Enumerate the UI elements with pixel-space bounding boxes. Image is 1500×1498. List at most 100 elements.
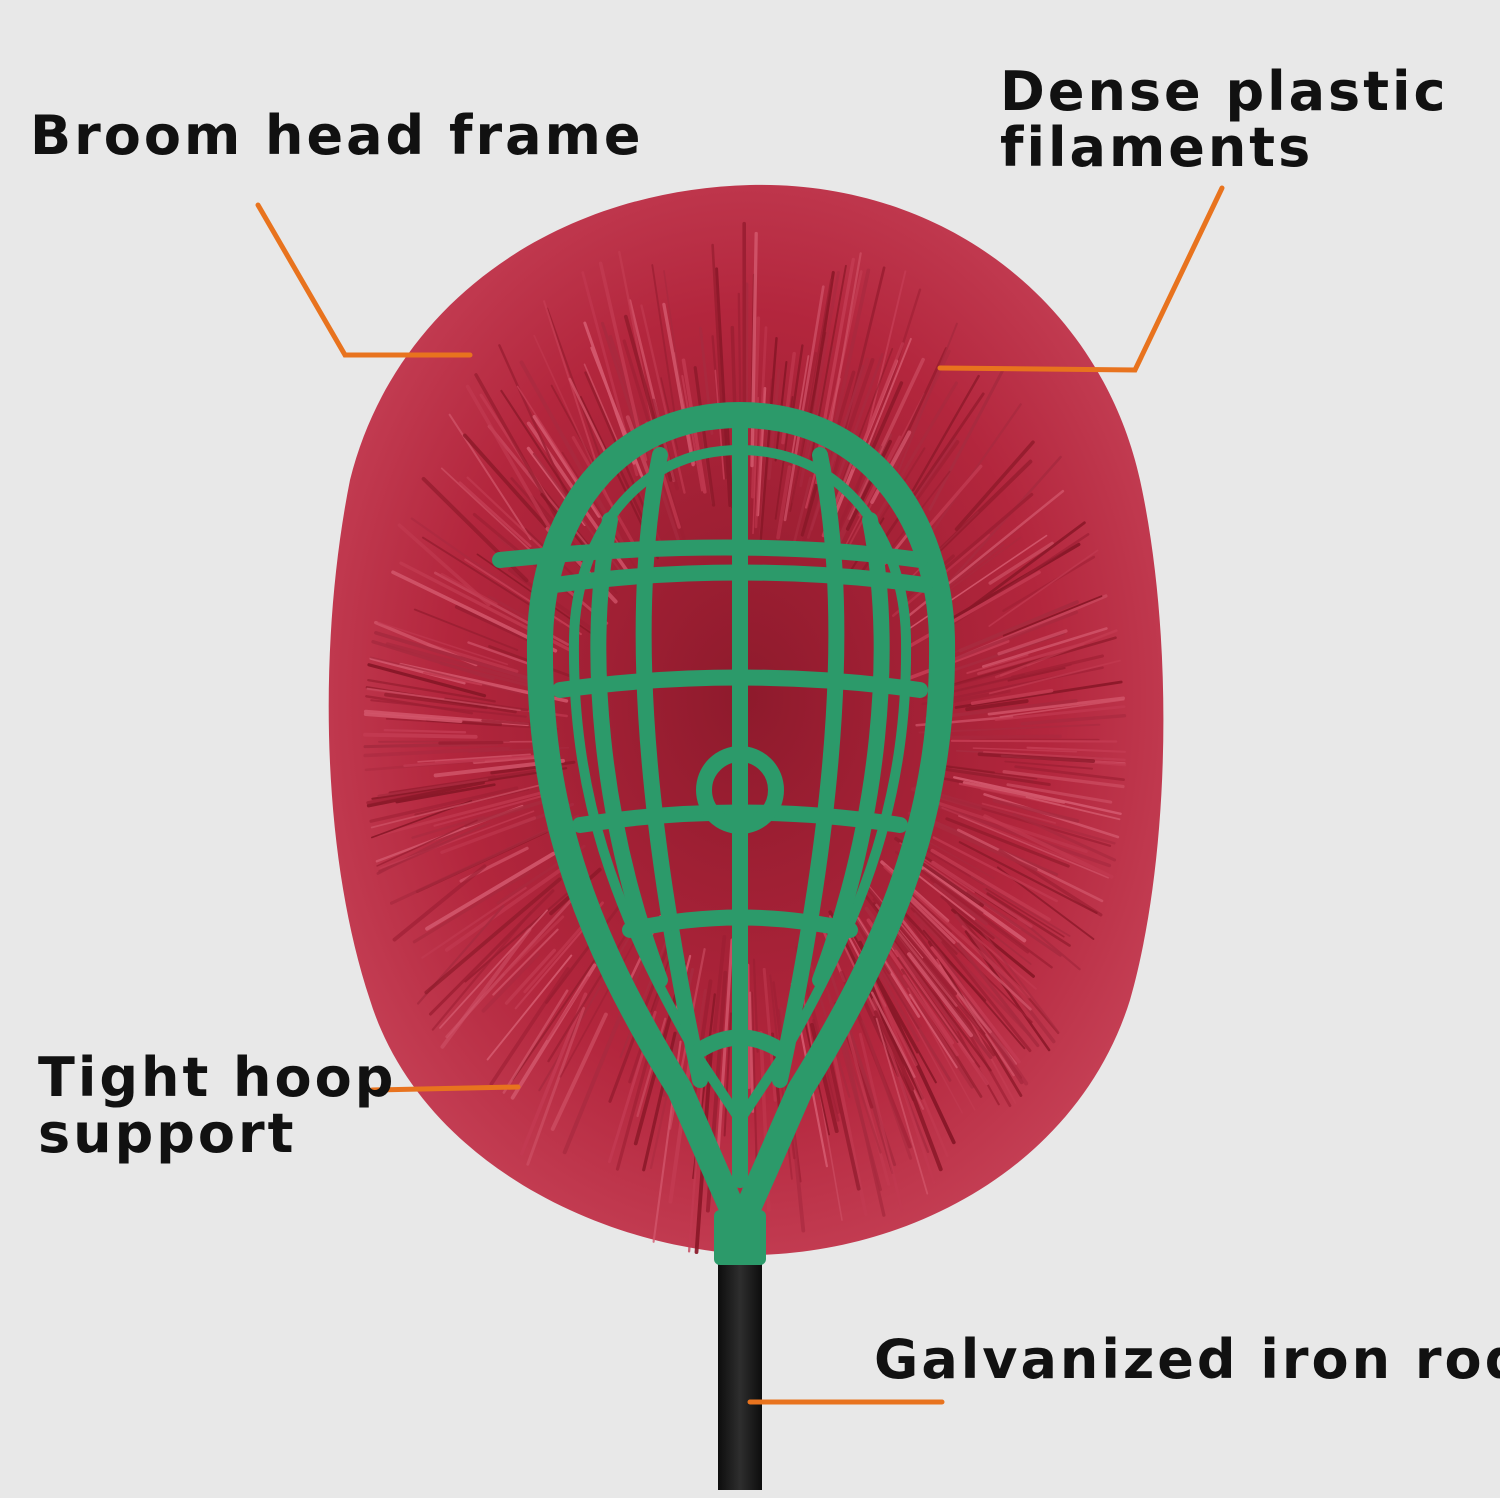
leader-line-frame (255, 202, 473, 358)
filament-strand (981, 627, 1108, 668)
filament-strand (907, 952, 973, 1038)
filament-strand (1002, 595, 1103, 637)
filament-strand (433, 789, 563, 827)
filament-strand (481, 952, 540, 1013)
filament-strand (550, 384, 602, 477)
filament-strand (851, 917, 920, 1030)
filament-strand (957, 815, 1110, 879)
filament-strand (894, 880, 1032, 1011)
filament-strand (376, 819, 478, 867)
filament-strand (378, 822, 491, 874)
filament-strand (712, 934, 727, 1033)
filament-strand (503, 915, 565, 975)
filament-strand (1012, 812, 1117, 862)
filament-strand (545, 895, 628, 1004)
filament-strand (954, 440, 1035, 531)
filament-strand (519, 992, 588, 1156)
filament-strand (776, 465, 792, 540)
filament-strand (799, 271, 840, 488)
filament-strand (711, 243, 727, 480)
filament-strand (651, 264, 677, 423)
filament-strand (370, 783, 546, 829)
filament-strand (1004, 760, 1093, 770)
filament-strand (837, 907, 937, 1084)
filament-strand (727, 427, 734, 509)
filament-strand (921, 837, 996, 880)
filament-strand (875, 1017, 929, 1195)
filament-strand (504, 948, 556, 1005)
filament-strand (385, 642, 539, 686)
filament-strand (438, 740, 504, 745)
filament-strand (791, 355, 810, 457)
filament-strand (910, 440, 960, 508)
filament-strand (929, 878, 1029, 954)
filament-strand (911, 374, 980, 492)
filament-strand (1006, 783, 1113, 804)
filament-strand (847, 357, 925, 520)
filament-strand (374, 630, 551, 687)
filament-strand (444, 697, 529, 712)
filament-strand (958, 600, 1079, 653)
filament-strand (389, 814, 580, 905)
filament-strand (559, 918, 648, 1078)
filament-strand (956, 942, 1040, 1048)
filament-strand (439, 909, 548, 1029)
filament-strand (962, 521, 1086, 614)
filament-strand (421, 536, 532, 607)
filament-strand (905, 639, 1010, 681)
filament-strand (828, 1033, 868, 1216)
filament-strand (568, 377, 610, 461)
filament-strand (366, 687, 521, 712)
filament-strand (384, 692, 488, 710)
filament-strand (940, 895, 995, 940)
filament-strand (383, 728, 467, 734)
filament-strand (930, 799, 1088, 854)
filament-strand (966, 653, 1029, 675)
filament-strand (962, 781, 1066, 804)
filament-strand (465, 384, 552, 530)
filament-strand (454, 605, 537, 645)
filament-strand (526, 1006, 586, 1166)
frame-rung (492, 539, 928, 568)
filament-strand (944, 898, 1060, 1035)
filament-strand (474, 373, 566, 533)
filament-strand (397, 523, 491, 607)
filament-strand (988, 549, 1099, 627)
filament-strand (526, 421, 575, 490)
filament-strand (972, 747, 1078, 753)
filament-strand (547, 919, 636, 1063)
filament-strand (982, 751, 1126, 761)
filament-strand (458, 481, 532, 548)
filament-strand (965, 699, 1029, 712)
callout-frame-text: Broom head frame (30, 104, 644, 167)
filament-strand (941, 806, 1111, 877)
filament-strand (411, 815, 485, 839)
filament-strand (886, 957, 975, 1089)
filament-strand (938, 459, 1033, 552)
filament-strand (999, 698, 1125, 718)
filament-strand (1014, 765, 1125, 782)
frame-rung (572, 804, 908, 833)
filament-strand (546, 976, 590, 1041)
callout-broom-head-frame: Broom head frame (30, 108, 643, 164)
frame-center-ring (696, 746, 784, 834)
filament-strand (550, 1012, 608, 1131)
filament-strand (533, 334, 619, 521)
filament-strand (913, 912, 1032, 1037)
leader-line-hoop (369, 1084, 521, 1093)
filament-strand (910, 907, 958, 955)
filament-strand (827, 252, 862, 438)
filament-strand (377, 621, 509, 666)
callout-dense-plastic-filaments: Dense plastic filaments (1000, 64, 1449, 176)
filament-strand (873, 1010, 915, 1091)
filament-strand (363, 742, 469, 749)
filament-strand (871, 991, 916, 1078)
filament-strand (958, 841, 1098, 915)
filament-strand (464, 558, 582, 636)
filament-strand (954, 913, 1056, 1044)
filament-strand (498, 344, 570, 500)
filament-strand (429, 889, 555, 1016)
filament-strand (970, 875, 1071, 937)
filament-strand (651, 398, 679, 491)
